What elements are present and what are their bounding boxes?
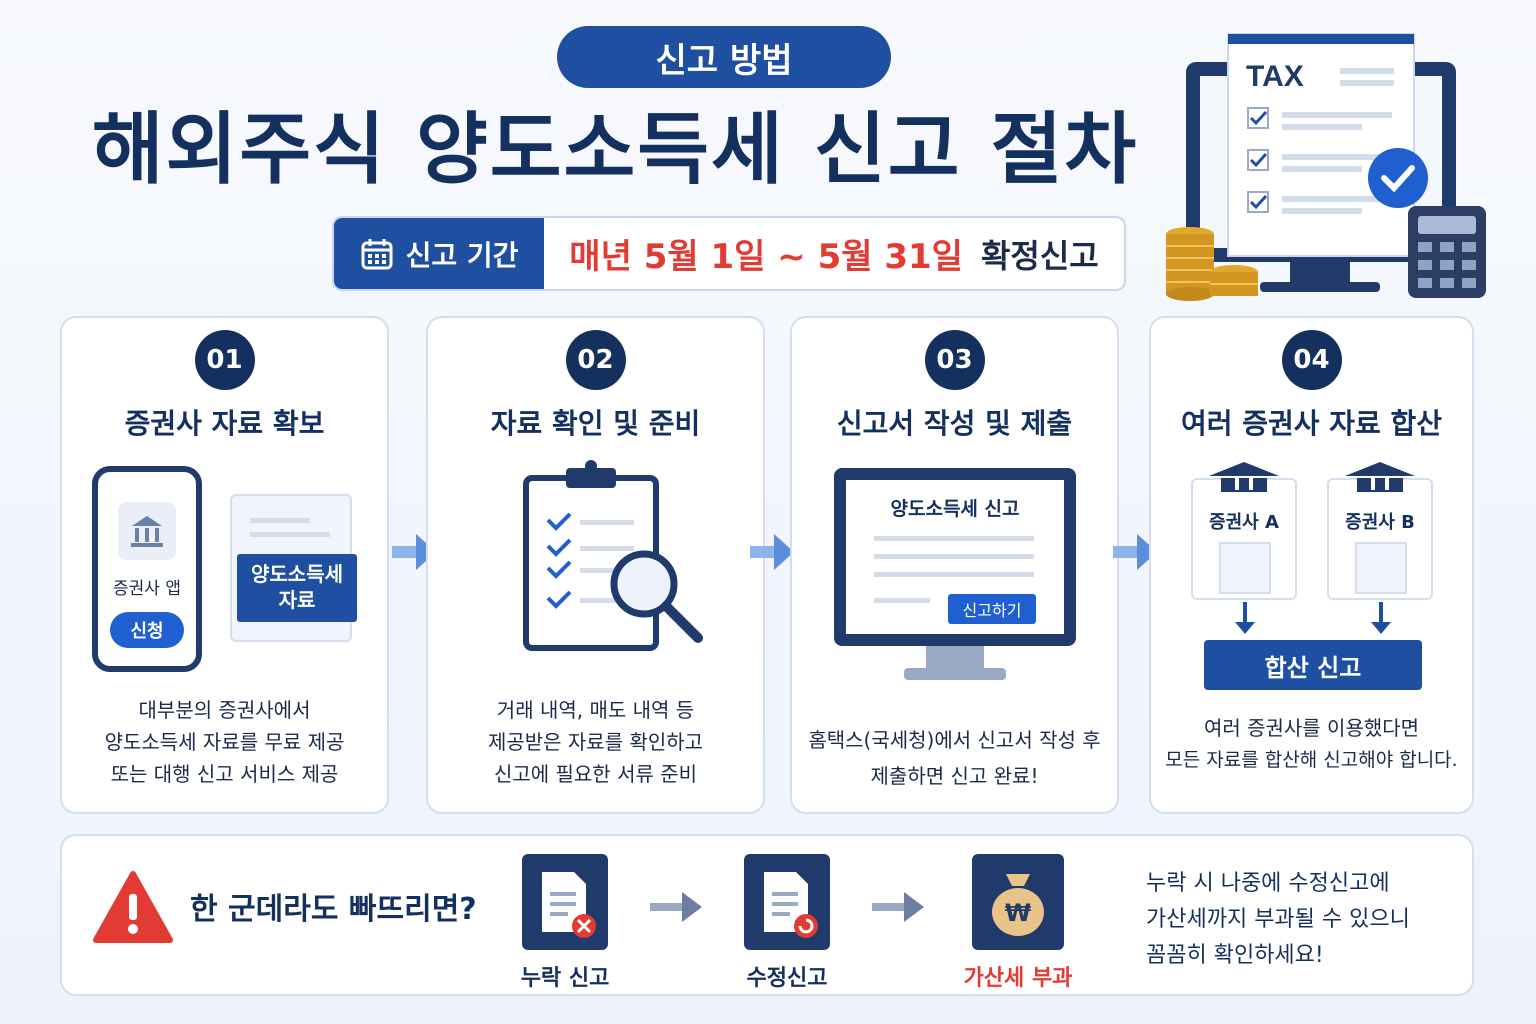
doc-refresh-icon <box>744 854 830 950</box>
step-title: 증권사 자료 확보 <box>124 407 325 440</box>
hometax-monitor: 양도소득세 신고 신고하기 <box>834 468 1076 646</box>
doc-x-icon <box>522 854 608 950</box>
checklist-icon <box>1227 33 1415 257</box>
arrow-right-icon <box>650 892 702 922</box>
broker-label: 증권사 A <box>1209 512 1279 533</box>
flow-label: 누락 신고 <box>520 966 610 991</box>
arrow-down-icon <box>1371 602 1391 634</box>
section-badge: 신고 방법 <box>557 26 891 88</box>
arrow-right-icon <box>750 534 794 570</box>
period-suffix: 확정신고 <box>980 236 1099 275</box>
bank-icon <box>1345 462 1415 492</box>
step-title: 여러 증권사 자료 합산 <box>1180 407 1443 440</box>
step-number: 02 <box>565 330 626 390</box>
warning-note: 누락 시 나중에 수정신고에 가산세까지 부과될 수 있으니 꼼꼼히 확인하세요… <box>1146 871 1410 968</box>
step-description: 거래 내역, 매도 내역 등 제공받은 자료를 확인하고 신고에 필요한 서류 … <box>487 698 704 786</box>
tax-label: TAX <box>1246 60 1304 93</box>
period-date: 매년 5월 1일 ~ 5월 31일 <box>569 237 963 277</box>
step-number: 04 <box>1281 330 1342 390</box>
step-card-1: 01 증권사 자료 확보 증권사 앱 신청 양도소득세 자료 대부분의 증권사에… <box>60 316 389 814</box>
phone-app-label: 증권사 앱 <box>113 579 181 599</box>
broker-label: 증권사 B <box>1345 512 1415 533</box>
phone-illustration: 증권사 앱 신청 <box>92 466 202 672</box>
clipboard-search-icon <box>523 460 703 651</box>
svg-text:₩: ₩ <box>1005 899 1032 927</box>
broker-b-card: 증권사 B <box>1327 478 1433 600</box>
step-number: 03 <box>924 330 985 390</box>
bank-icon <box>1209 462 1279 492</box>
money-bag-icon: ₩ <box>972 854 1064 950</box>
screen-title: 양도소득세 신고 <box>890 498 1020 520</box>
period-value: 매년 5월 1일 ~ 5월 31일 확정신고 <box>544 218 1124 289</box>
submit-report-button[interactable]: 신고하기 <box>948 594 1036 624</box>
apply-button[interactable]: 신청 <box>110 612 184 648</box>
page-title: 해외주식 양도소득세 신고 절차 <box>91 105 1139 195</box>
filing-period-box: 신고 기간 매년 5월 1일 ~ 5월 31일 확정신고 <box>332 216 1126 291</box>
calculator-icon <box>1408 206 1486 298</box>
period-label: 신고 기간 <box>405 238 519 272</box>
step-card-3: 03 신고서 작성 및 제출 양도소득세 신고 신고하기 홈택스(국세청)에서 … <box>790 316 1119 814</box>
flow-label-penalty: 가산세 부과 <box>963 966 1073 991</box>
warning-icon <box>93 871 173 943</box>
transfer-tax-doc-label: 양도소득세 자료 <box>237 554 357 622</box>
step-description: 홈택스(국세청)에서 신고서 작성 후 제출하면 신고 완료! <box>808 728 1101 788</box>
period-label-block: 신고 기간 <box>334 218 544 289</box>
coins-icon <box>1166 227 1258 301</box>
tax-monitor-illustration: TAX <box>1166 33 1486 301</box>
arrow-right-icon <box>872 892 924 922</box>
step-card-4: 04 여러 증권사 자료 합산 증권사 A 증권사 B 합산 신고 여러 증권사… <box>1149 316 1474 814</box>
step-number: 01 <box>194 330 255 390</box>
step-description: 대부분의 증권사에서 양도소득세 자료를 무료 제공 또는 대행 신고 서비스 … <box>104 698 345 786</box>
merge-report-button[interactable]: 합산 신고 <box>1204 640 1422 690</box>
warning-panel: 한 군데라도 빠뜨리면? 누락 신고 수정신고 ₩ 가산세 부과 누락 시 나중… <box>60 834 1474 996</box>
step-title: 자료 확인 및 준비 <box>490 407 701 440</box>
step-title: 신고서 작성 및 제출 <box>836 407 1073 440</box>
flow-label: 수정신고 <box>746 966 828 991</box>
check-circle-icon <box>1368 148 1428 208</box>
calendar-icon <box>361 238 393 269</box>
arrow-right-icon <box>1113 534 1157 570</box>
arrow-down-icon <box>1235 602 1255 634</box>
warning-question: 한 군데라도 빠뜨리면? <box>190 892 477 927</box>
bank-icon <box>118 502 176 560</box>
step-description: 여러 증권사를 이용했다면 모든 자료를 합산해 신고해야 합니다. <box>1165 716 1458 771</box>
step-card-2: 02 자료 확인 및 준비 거래 내역, 매도 내역 등 제공받은 자료를 확인… <box>426 316 765 814</box>
broker-a-card: 증권사 A <box>1191 478 1297 600</box>
